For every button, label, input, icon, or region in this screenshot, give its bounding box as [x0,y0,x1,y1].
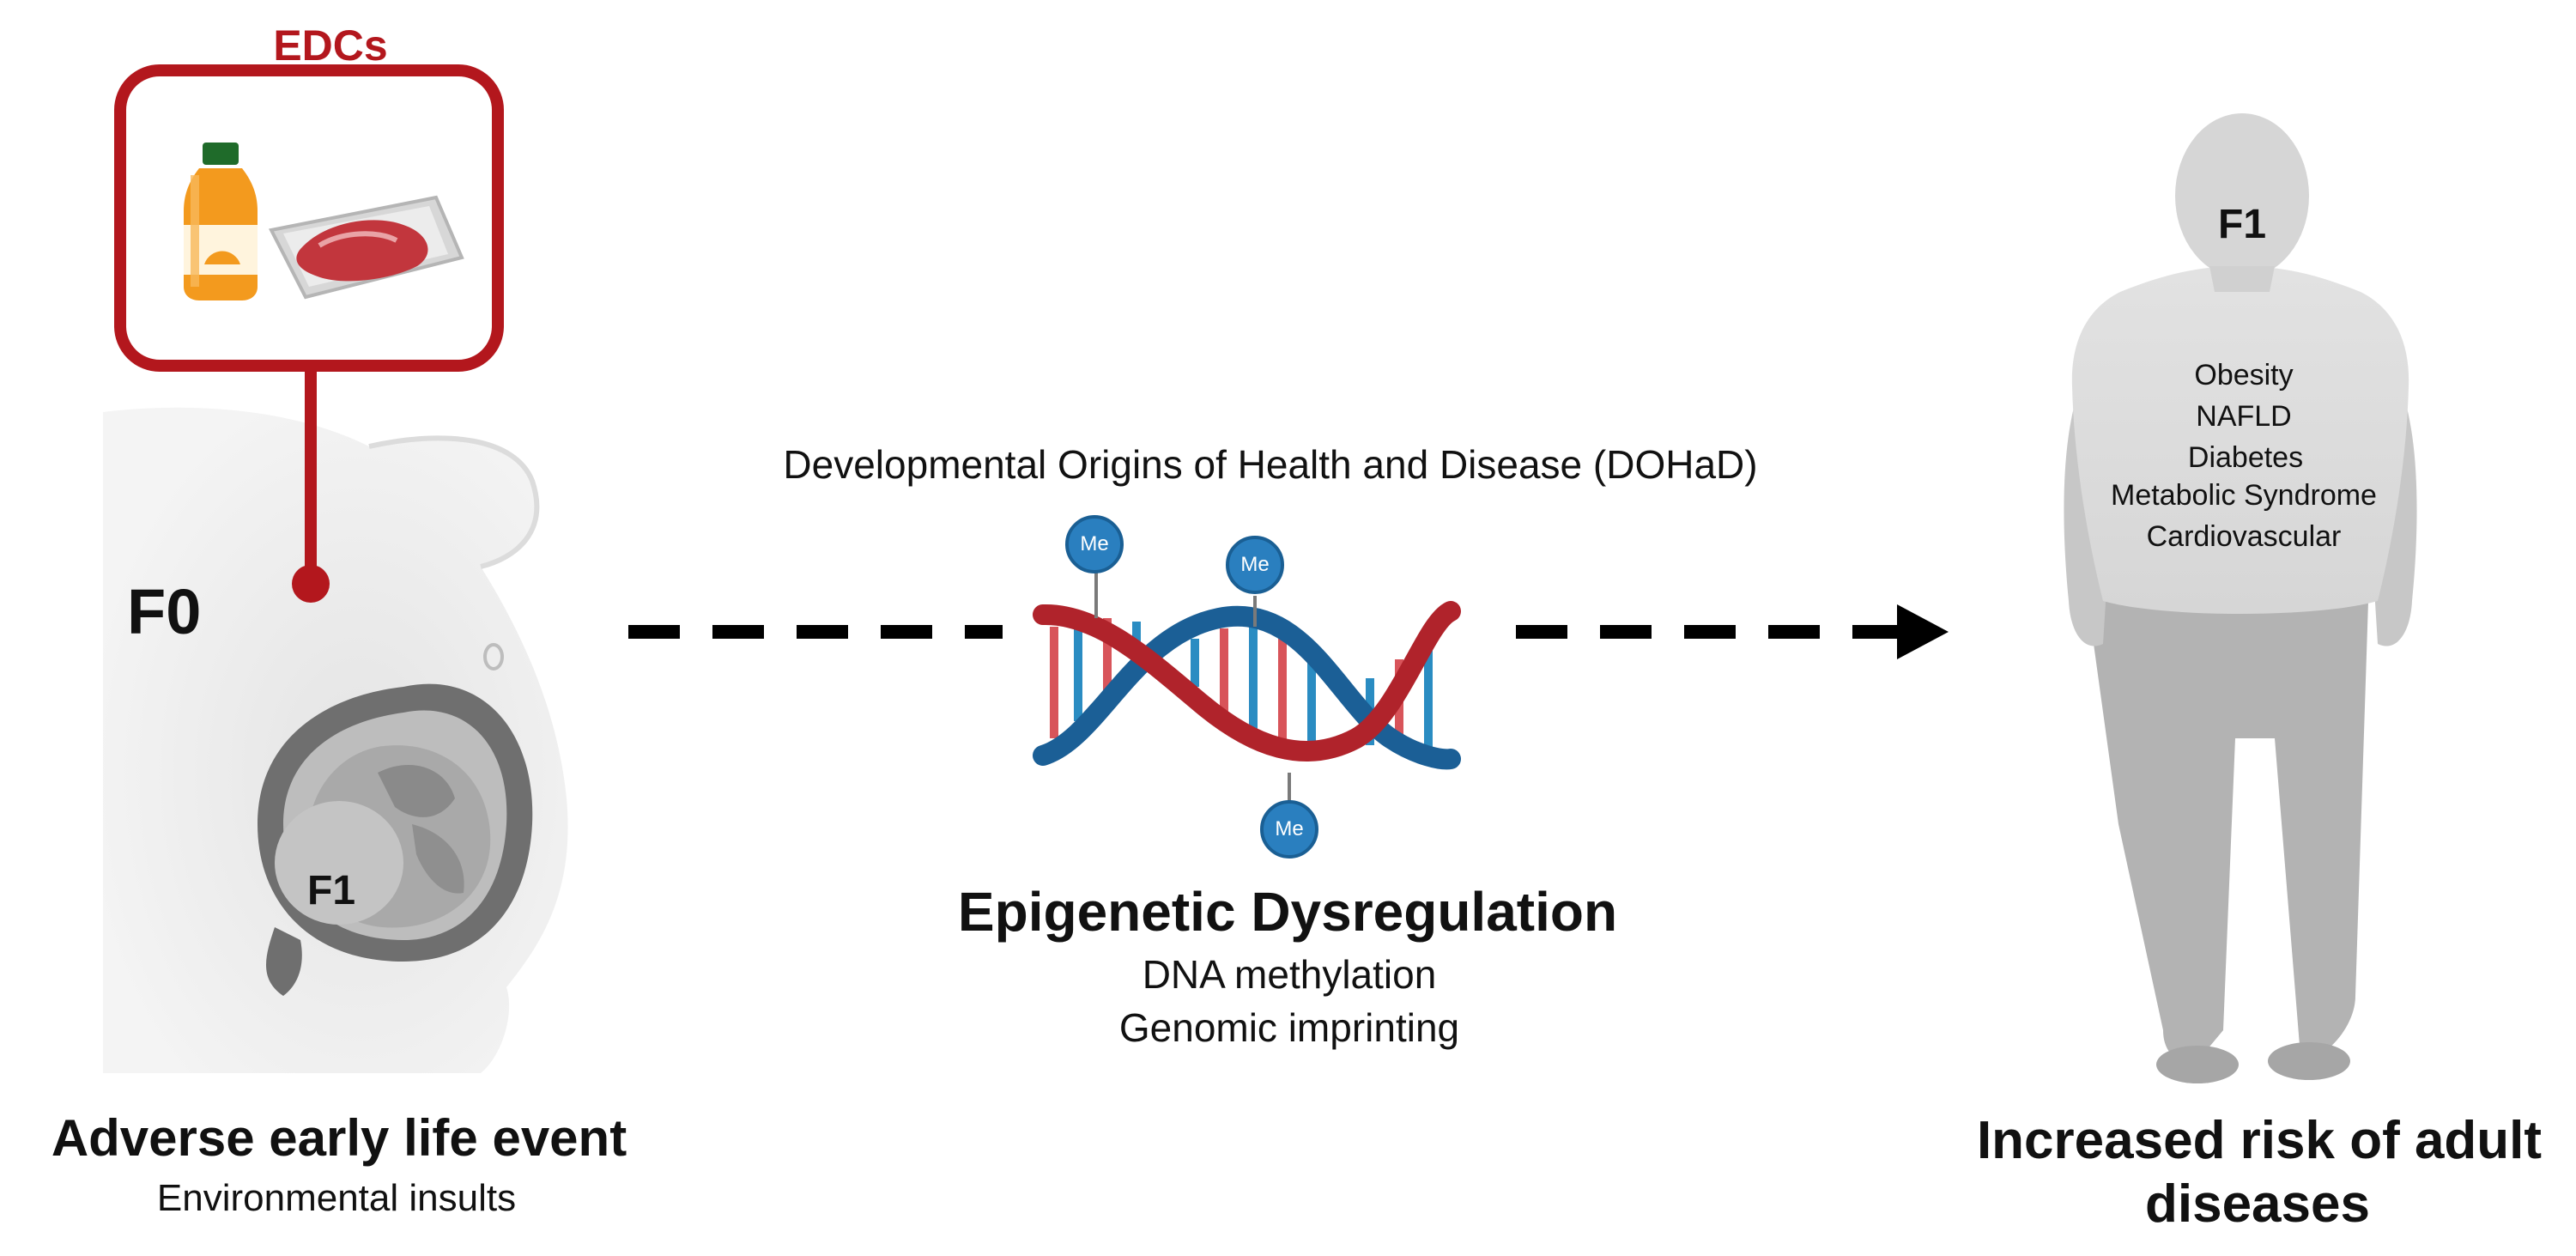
disease-nafld: NAFLD [2196,400,2292,433]
methyl-tag-2 [1226,536,1284,594]
disease-obesity: Obesity [2194,359,2294,391]
disease-metabolic-syndrome: Metabolic Syndrome [2111,479,2377,512]
methyl-tag-2-label: Me [1240,553,1270,576]
packaged-meat-icon [269,195,464,300]
left-caption-subtitle: Environmental insults [156,1177,517,1219]
epigenetic-line-2: Genomic imprinting [1118,1005,1460,1050]
left-caption-title: Adverse early life event [51,1109,627,1167]
dashed-arrow-right [1516,604,1949,659]
pregnant-woman-icon [103,407,568,1074]
disease-cardiovascular: Cardiovascular [2146,520,2342,553]
dohad-label: Developmental Origins of Health and Dise… [783,442,1758,487]
fetus-generation-label: F1 [307,868,356,913]
methyl-tag-1 [1065,515,1124,573]
epigenetic-line-1: DNA methylation [1142,952,1437,997]
right-caption-line-1: Increased risk of adult [1976,1111,2543,1170]
dna-helix-icon [1033,601,1461,770]
epigenetic-title: Epigenetic Dysregulation [957,881,1618,943]
adult-person-icon [2064,113,2417,1083]
methyl-tag-3-label: Me [1275,817,1304,840]
right-caption-line-2: diseases [2145,1174,2370,1234]
fetus-icon [258,683,533,996]
arrow-head-icon [1897,604,1949,659]
juice-bottle-icon [184,143,258,300]
adult-generation-label: F1 [2217,202,2267,247]
disease-diabetes: Diabetes [2187,441,2304,474]
methyl-tag-3 [1260,800,1318,859]
methyl-tag-1-label: Me [1080,532,1109,555]
dashed-arrow-left [628,625,1003,639]
generation-f0-label: F0 [127,576,202,647]
edc-label: EDCs [273,21,388,70]
